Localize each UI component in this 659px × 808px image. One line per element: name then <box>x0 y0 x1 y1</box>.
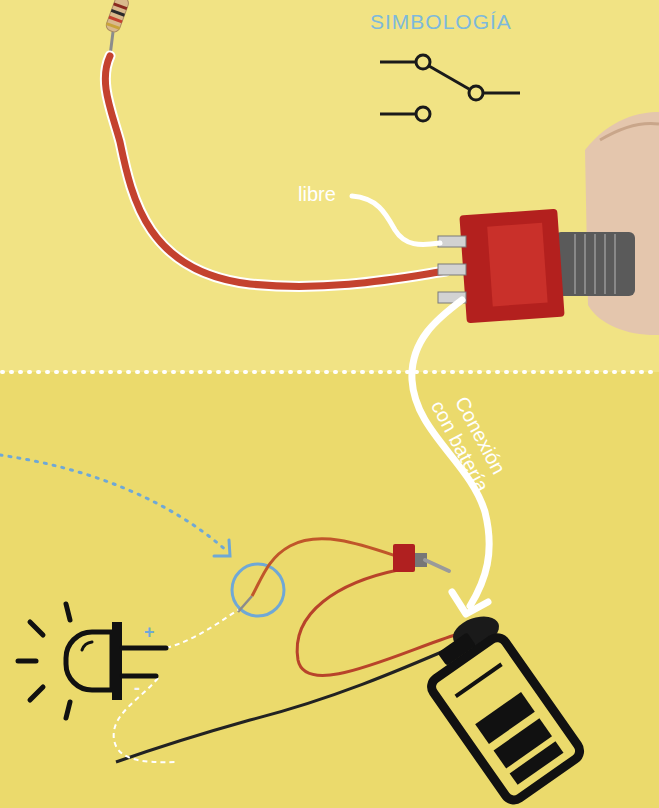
polarity-sign: - <box>134 678 154 699</box>
resistor-band <box>113 2 127 10</box>
orange-wire <box>252 539 396 596</box>
dotted-pointer <box>0 455 228 552</box>
switch-threads <box>575 234 615 294</box>
switch-body <box>459 209 564 324</box>
dashed-guide <box>166 610 238 648</box>
switch-bushing <box>555 232 635 296</box>
hand-photo <box>585 112 659 335</box>
arrow-head <box>452 592 488 614</box>
switch-symbol <box>380 55 520 121</box>
hand-shadow <box>600 123 659 140</box>
resistor-band <box>108 16 122 24</box>
small-switch-body <box>393 544 415 572</box>
resistor-band <box>111 9 125 17</box>
arrow-label: Conexión con batería <box>422 377 519 505</box>
red-wire <box>105 56 446 286</box>
resistor-photo <box>105 0 130 34</box>
leader-line <box>352 196 440 245</box>
arrow-head <box>214 540 230 556</box>
top-background <box>0 0 659 372</box>
led-icon <box>18 604 166 718</box>
dashed-guide <box>114 678 176 762</box>
red-wire <box>297 570 458 675</box>
pin-label: libre <box>298 183 358 206</box>
resistor-band <box>106 22 120 30</box>
highlight-circle <box>232 564 284 616</box>
small-switch-lever <box>425 560 449 571</box>
black-wire <box>116 645 458 762</box>
polarity-sign: + <box>144 622 164 643</box>
dotted-divider <box>2 370 659 374</box>
red-wire <box>105 56 446 286</box>
battery-icon <box>416 617 583 803</box>
switch-pins <box>438 236 466 303</box>
wire-lead <box>238 596 252 612</box>
switch-face <box>487 223 547 307</box>
resistor-body <box>105 0 130 34</box>
bottom-background <box>0 372 659 808</box>
section-heading: SIMBOLOGÍA <box>370 10 570 34</box>
